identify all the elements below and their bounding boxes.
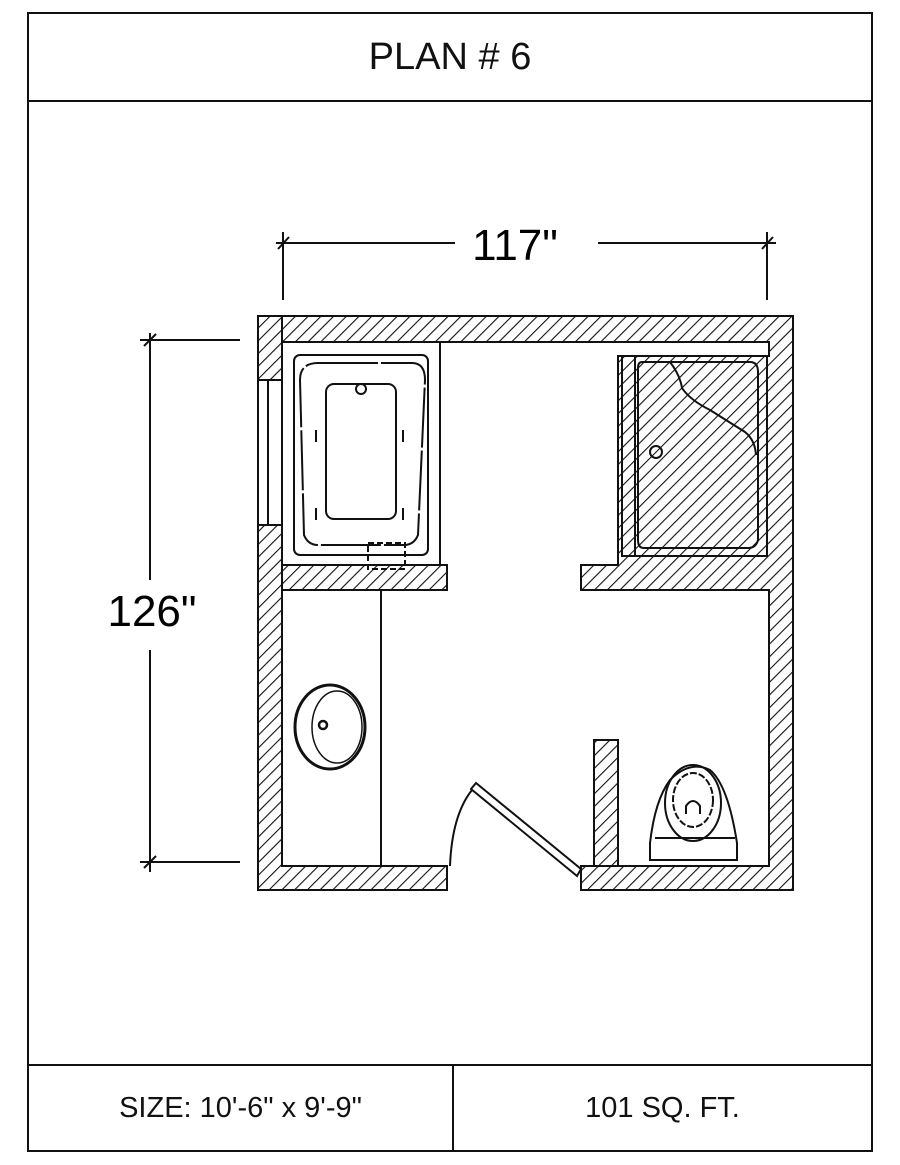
width-dimension	[276, 232, 776, 300]
height-label: 126"	[107, 587, 196, 636]
bathtub-icon	[293, 342, 441, 570]
door-icon	[449, 781, 583, 878]
size-label: SIZE: 10'-6" x 9'-9"	[29, 1066, 454, 1150]
area-label: 101 SQ. FT.	[585, 1091, 740, 1124]
window	[257, 379, 283, 526]
toilet-icon	[649, 764, 738, 861]
height-dimension	[140, 333, 240, 872]
width-label: 117"	[472, 221, 558, 270]
plan-frame: PLAN # 6 SIZE: 10'-6" x 9'-9" 101 SQ. FT…	[27, 12, 873, 1152]
plan-footer: SIZE: 10'-6" x 9'-9" 101 SQ. FT.	[29, 1064, 871, 1150]
plan-title: PLAN # 6	[29, 14, 871, 102]
shower-icon	[621, 355, 768, 557]
walls	[257, 315, 794, 891]
sink-icon	[293, 683, 367, 771]
